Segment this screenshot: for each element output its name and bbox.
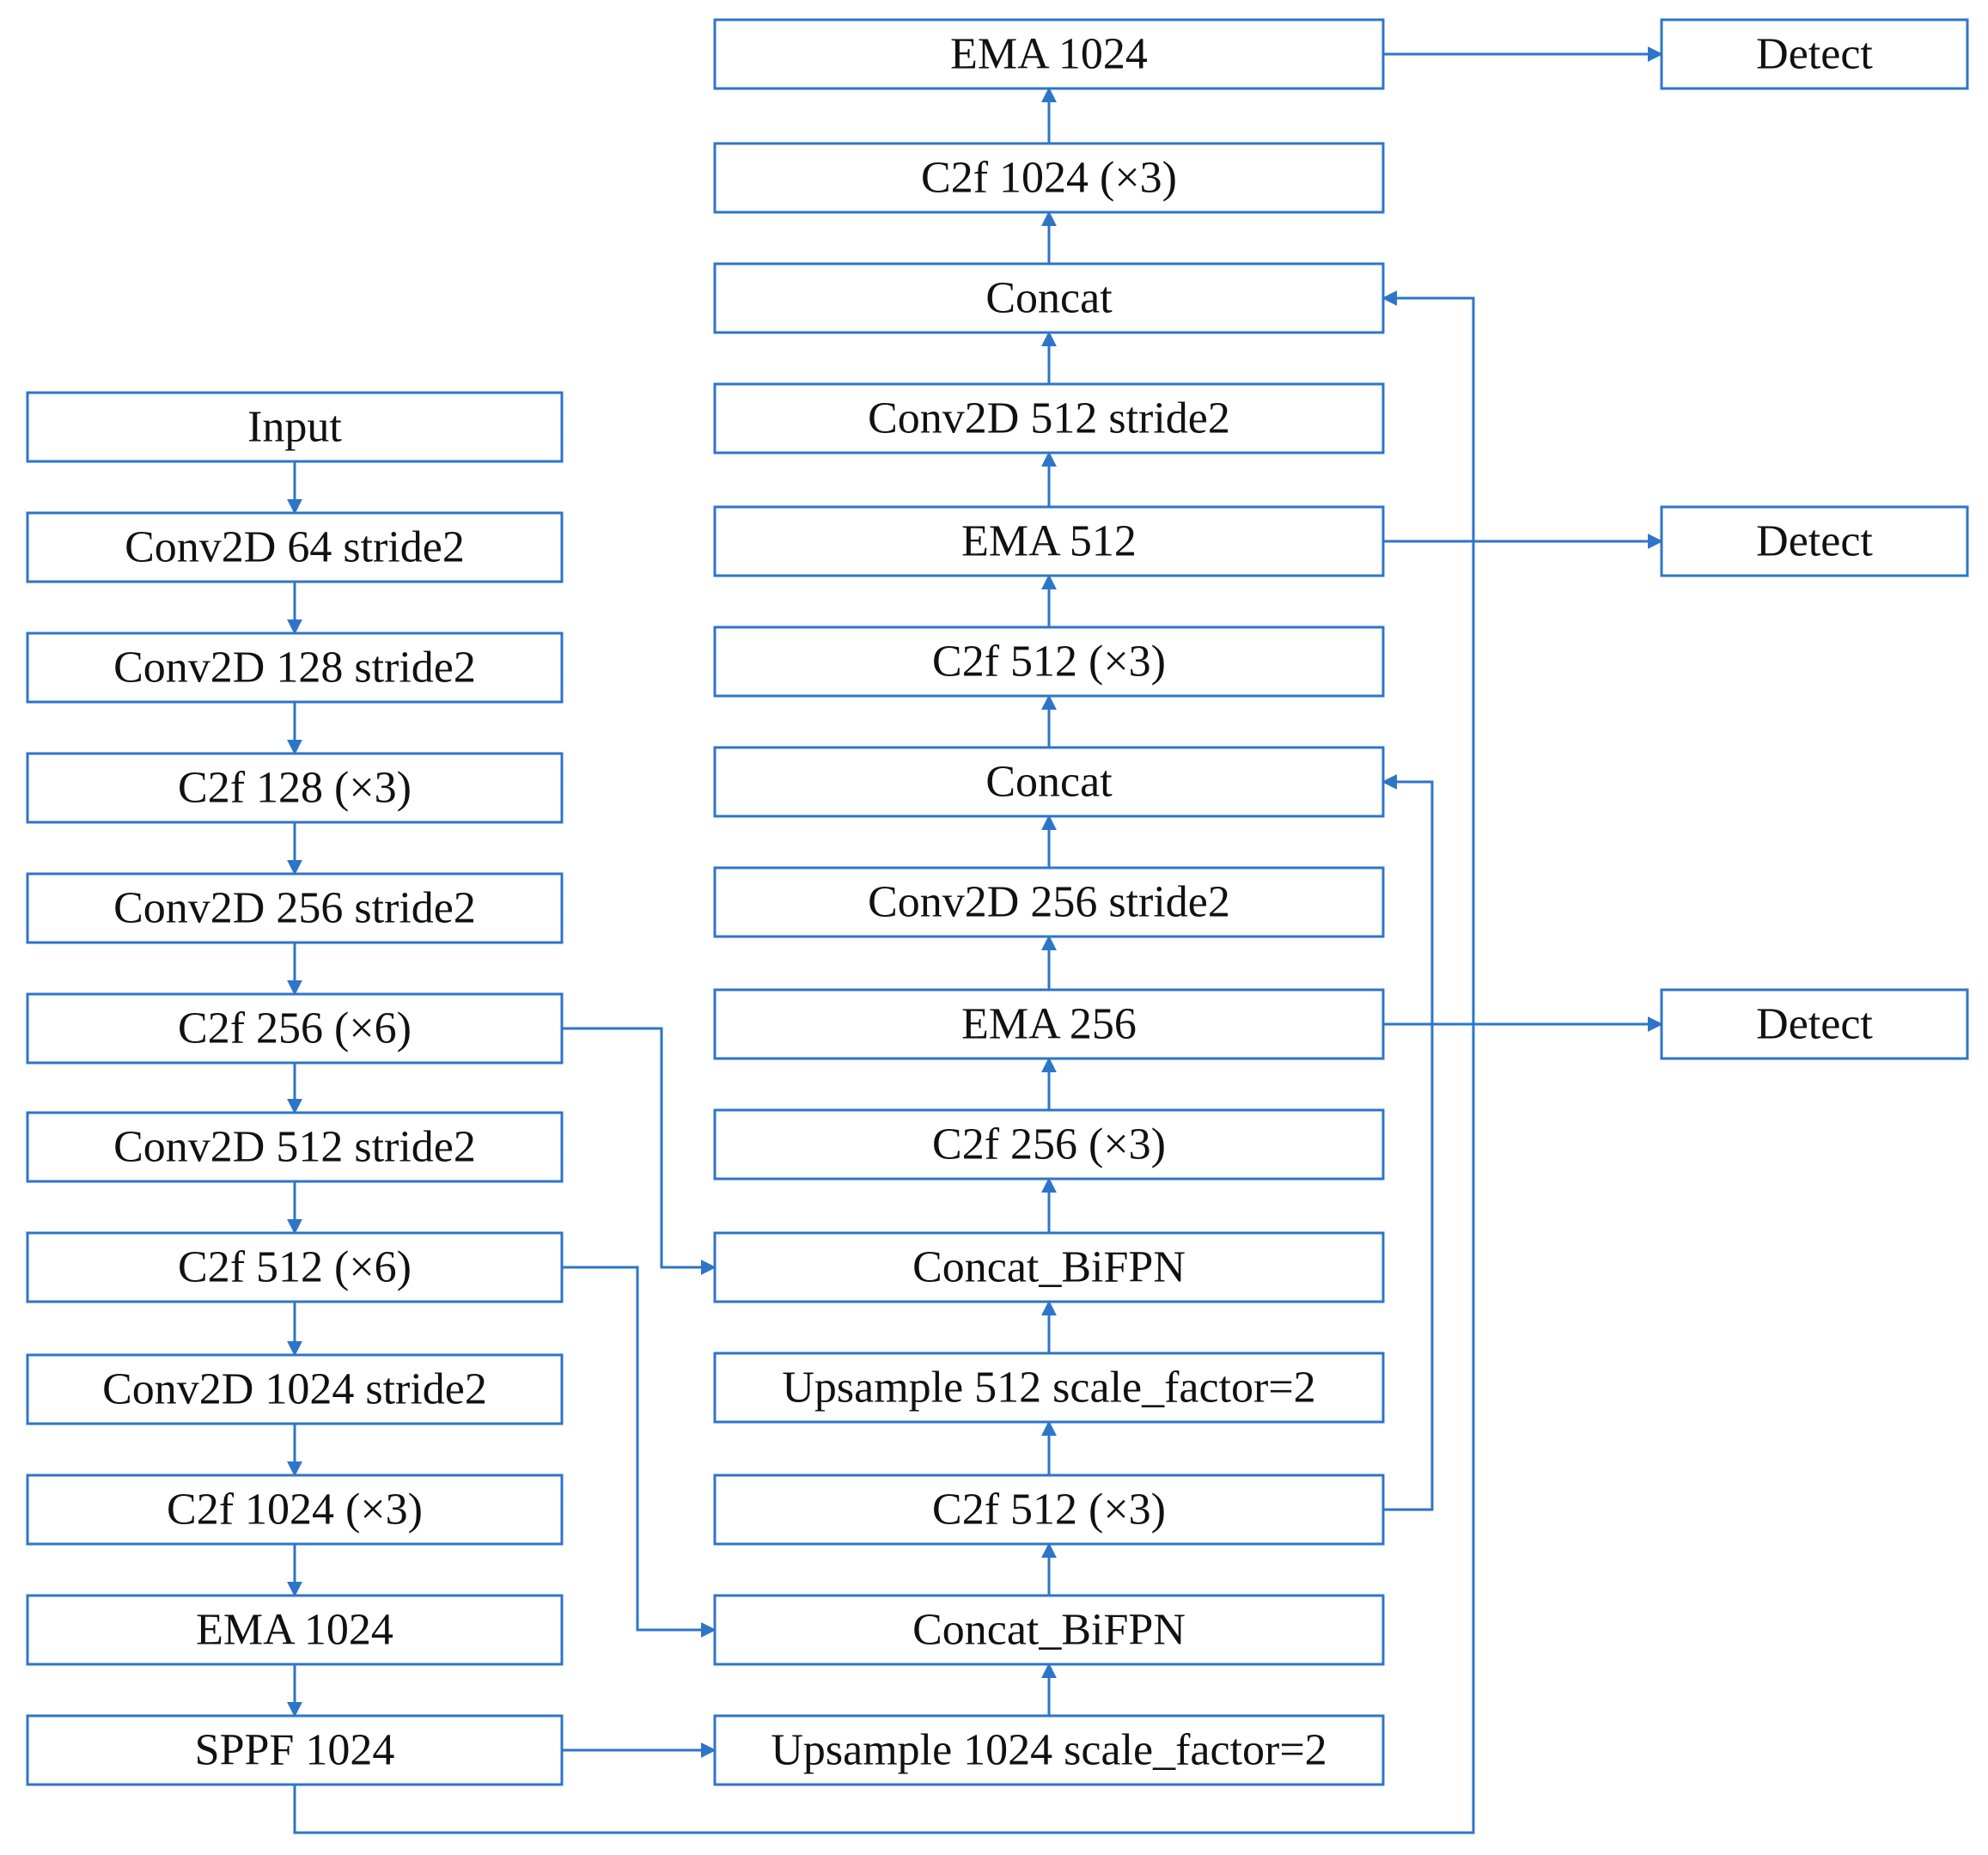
node-ema-512-label: EMA 512 [961,517,1137,566]
node-detect-medium-label: Detect [1756,517,1873,566]
node-conv2d-128-stride2-label: Conv2D 128 stride2 [113,644,476,693]
edge-sppf-to-concat-top [293,290,1475,1834]
node-concat-mid-label: Concat [985,758,1113,807]
node-ema-256: EMA 256 [713,988,1385,1060]
node-conv2d-1024-stride2-label: Conv2D 1024 stride2 [102,1365,487,1414]
edge-c2f256x6-to-concatbifpn-upper [562,1027,717,1275]
node-ema-1024-output-label: EMA 1024 [950,30,1148,79]
node-detect-large-label: Detect [1756,30,1873,79]
node-c2f-256-output: C2f 256 (×3) [713,1108,1385,1181]
node-conv2d-512-stride2-neck-label: Conv2D 512 stride2 [868,394,1230,443]
node-conv2d-128-stride2: Conv2D 128 stride2 [26,632,564,704]
node-conv2d-1024-stride2: Conv2D 1024 stride2 [26,1353,564,1425]
backbone-column: Input Conv2D 64 stride2 Conv2D 128 strid… [26,391,564,1786]
node-detect-small-label: Detect [1756,1000,1873,1049]
node-conv2d-512-stride2: Conv2D 512 stride2 [26,1111,564,1183]
node-c2f-512-lateral-label: C2f 512 (×3) [932,1486,1166,1535]
node-ema-1024-backbone: EMA 1024 [26,1594,564,1666]
node-c2f-1024-backbone-label: C2f 1024 (×3) [167,1486,423,1535]
node-concat-bifpn-upper: Concat_BiFPN [713,1231,1385,1303]
node-conv2d-256-stride2-neck-label: Conv2D 256 stride2 [868,878,1230,927]
node-ema-256-label: EMA 256 [961,1000,1137,1049]
node-ema-1024-output: EMA 1024 [713,18,1385,90]
edge-c2f512x6-to-concatbifpn-lower [562,1266,717,1638]
edges [287,46,1663,1834]
node-concat-bifpn-upper-label: Concat_BiFPN [912,1243,1186,1292]
node-c2f-512-output: C2f 512 (×3) [713,625,1385,698]
node-sppf-1024-label: SPPF 1024 [195,1726,395,1775]
node-c2f-1024-output-label: C2f 1024 (×3) [921,154,1177,203]
node-conv2d-64-stride2-label: Conv2D 64 stride2 [125,523,465,572]
node-c2f-128: C2f 128 (×3) [26,752,564,824]
node-sppf-1024: SPPF 1024 [26,1714,564,1786]
node-conv2d-256-stride2: Conv2D 256 stride2 [26,872,564,944]
node-concat-bifpn-lower-label: Concat_BiFPN [912,1606,1186,1655]
node-conv2d-512-stride2-neck: Conv2D 512 stride2 [713,382,1385,455]
node-conv2d-64-stride2: Conv2D 64 stride2 [26,511,564,583]
node-concat-bifpn-lower: Concat_BiFPN [713,1594,1385,1666]
node-c2f-512-lateral: C2f 512 (×3) [713,1474,1385,1546]
node-conv2d-512-stride2-label: Conv2D 512 stride2 [113,1123,476,1172]
node-detect-medium: Detect [1660,505,1969,577]
node-conv2d-256-stride2-neck: Conv2D 256 stride2 [713,866,1385,938]
node-ema-512: EMA 512 [713,505,1385,577]
neck-column: EMA 1024 C2f 1024 (×3) Concat Conv2D 512… [713,18,1385,1786]
node-ema-1024-backbone-label: EMA 1024 [196,1606,393,1655]
node-c2f-512-x6: C2f 512 (×6) [26,1231,564,1303]
node-c2f-256-output-label: C2f 256 (×3) [932,1120,1166,1169]
node-conv2d-256-stride2-label: Conv2D 256 stride2 [113,884,476,933]
node-concat-top: Concat [713,262,1385,334]
node-upsample-512-label: Upsample 512 scale_factor=2 [782,1364,1315,1413]
node-c2f-1024-output: C2f 1024 (×3) [713,142,1385,214]
node-c2f-512-output-label: C2f 512 (×3) [932,638,1166,686]
node-c2f-128-label: C2f 128 (×3) [178,764,412,813]
node-c2f-512-x6-label: C2f 512 (×6) [178,1243,412,1292]
detect-heads: Detect Detect Detect [1660,18,1969,1060]
node-input-label: Input [247,403,342,452]
node-c2f-256-x6: C2f 256 (×6) [26,992,564,1065]
node-detect-small: Detect [1660,988,1969,1060]
node-upsample-1024: Upsample 1024 scale_factor=2 [713,1714,1385,1786]
node-upsample-1024-label: Upsample 1024 scale_factor=2 [771,1726,1326,1775]
node-c2f-1024-backbone: C2f 1024 (×3) [26,1474,564,1546]
node-concat-mid: Concat [713,746,1385,818]
node-detect-large: Detect [1660,18,1969,90]
node-upsample-512: Upsample 512 scale_factor=2 [713,1352,1385,1424]
edge-c2f512lateral-to-concat-mid [1381,774,1434,1511]
node-concat-top-label: Concat [985,274,1113,323]
node-input: Input [26,391,564,463]
node-c2f-256-x6-label: C2f 256 (×6) [178,1004,412,1053]
